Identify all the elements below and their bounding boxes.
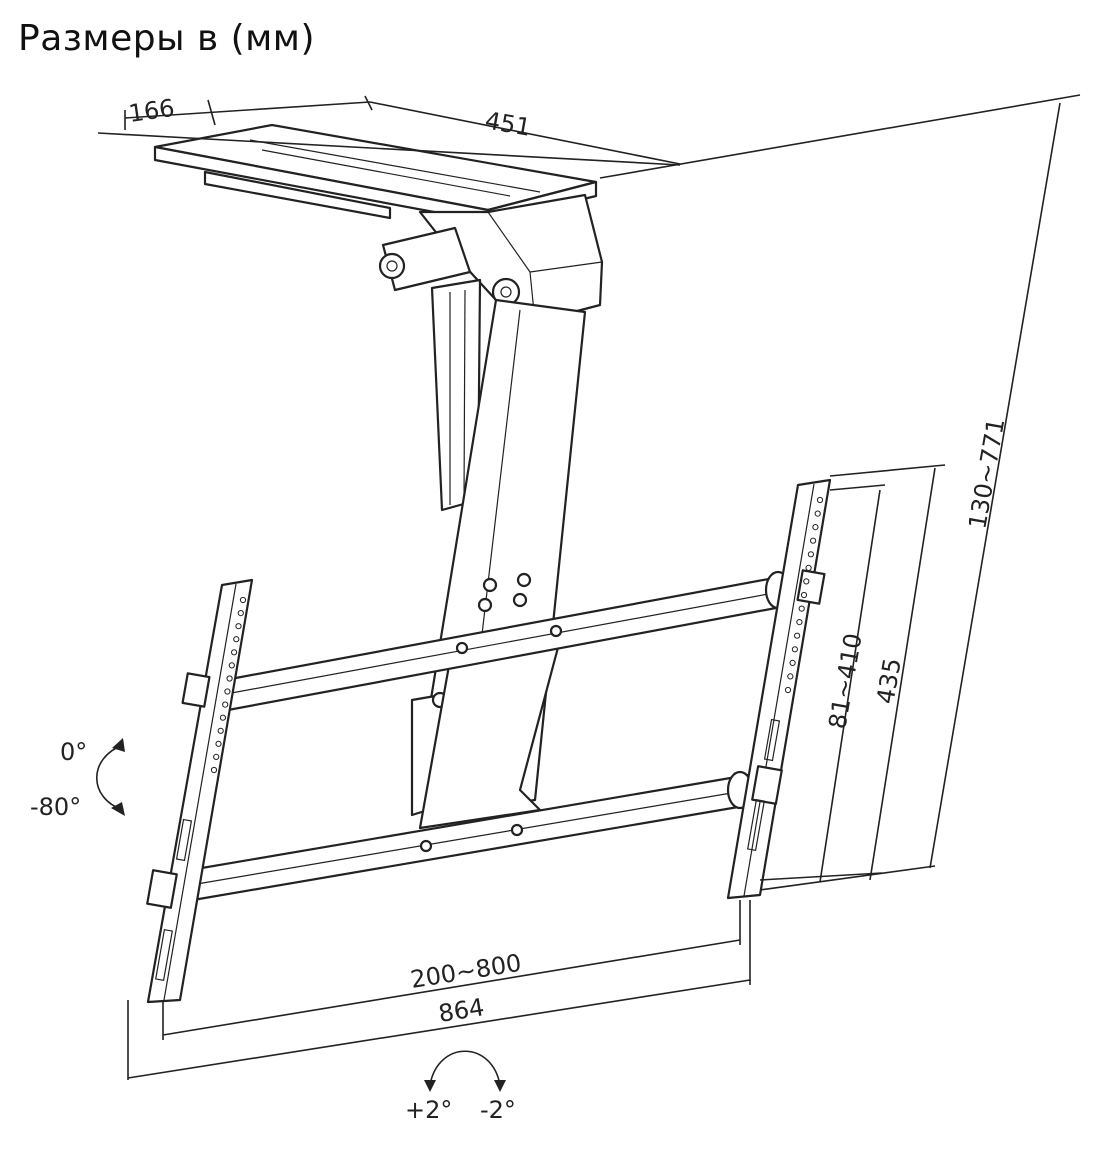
bracket-hole — [810, 537, 817, 544]
pivot-housing — [378, 193, 604, 324]
ceiling-plate — [153, 123, 598, 224]
dim-plate-depth: 166 — [127, 94, 176, 128]
bracket-hole — [219, 714, 226, 721]
bracket-hole — [226, 675, 233, 682]
right-vertical-bracket — [726, 478, 832, 900]
bracket-hole — [807, 551, 815, 558]
tilt-top-label: 0° — [60, 738, 87, 766]
bracket-hole — [215, 740, 222, 747]
swivel-arrow-icon — [424, 1050, 506, 1092]
bracket-hole — [796, 619, 803, 626]
dim-height-range: 130~771 — [963, 416, 1010, 531]
page-title: Размеры в (мм) — [18, 18, 316, 59]
bracket-hole — [814, 510, 821, 517]
swivel-right-label: -2° — [480, 1096, 516, 1124]
bracket-hole — [816, 496, 824, 504]
tilt-bottom-label: -80° — [30, 793, 81, 821]
bracket-hole — [800, 591, 808, 599]
bracket-hole — [803, 578, 810, 585]
bracket-hole — [787, 673, 794, 680]
left-vertical-bracket — [146, 578, 254, 1004]
bracket-hole — [233, 636, 240, 643]
dimension-lines — [97, 94, 1081, 1080]
bracket-hole — [231, 649, 238, 656]
bracket-hole — [805, 564, 812, 572]
dim-vesa-horizontal: 200~800 — [409, 949, 524, 994]
extension-arm — [410, 278, 587, 830]
bracket-hole — [798, 605, 805, 612]
bracket-hole — [812, 524, 819, 531]
dim-bracket-height: 435 — [871, 656, 907, 706]
bracket-hole — [235, 623, 242, 630]
bracket-hole — [228, 662, 235, 669]
bracket-hole — [213, 753, 220, 761]
swivel-left-label: +2° — [405, 1096, 452, 1124]
bracket-hole — [217, 727, 224, 734]
bracket-hole — [237, 610, 244, 617]
bracket-hole — [789, 659, 796, 667]
bracket-hole — [222, 701, 229, 708]
dim-vesa-vertical: 81~410 — [823, 631, 867, 731]
tilt-arrow-icon — [96, 738, 125, 816]
bracket-hole — [784, 686, 792, 694]
dim-plate-width: 451 — [483, 106, 533, 142]
bracket-hole — [794, 632, 801, 639]
bracket-hole — [791, 646, 799, 653]
bracket-hole — [224, 688, 231, 695]
bracket-holes — [210, 496, 824, 774]
bracket-hole — [210, 766, 218, 774]
bracket-hole — [239, 596, 247, 604]
